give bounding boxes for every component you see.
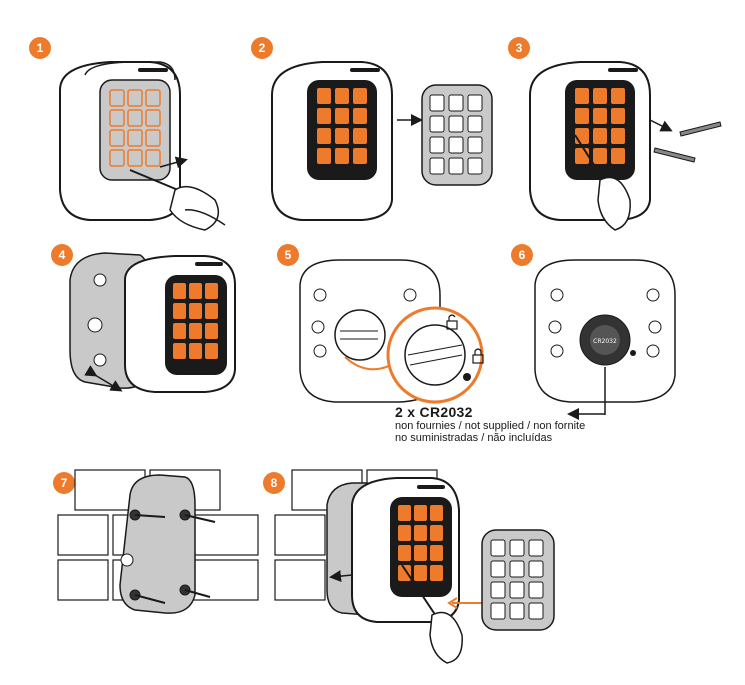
step-badge-1: 1 (29, 37, 51, 59)
step-badge-3: 3 (508, 37, 530, 59)
arrow-icon (159, 156, 188, 169)
lock-open-icon (446, 314, 458, 330)
step-8-illustration (274, 469, 555, 664)
step-badge-2: 2 (251, 37, 273, 59)
battery-label: CR2032 (593, 338, 617, 345)
step-badge-4: 4 (51, 244, 73, 266)
step-3-illustration (529, 61, 722, 231)
screwdriver-icon (401, 564, 463, 664)
step-badge-5: 5 (277, 244, 299, 266)
screwdriver-icon (574, 134, 631, 231)
lock-closed-icon (472, 348, 484, 364)
step-7-illustration (57, 469, 259, 614)
step-4-illustration (69, 252, 236, 393)
step-1-illustration (59, 61, 226, 231)
battery-note-1: non fournies / not supplied / non fornit… (395, 420, 586, 432)
step-6-illustration: CR2032 (534, 259, 676, 415)
screwdriver-icon (129, 169, 226, 231)
step-badge-8: 8 (263, 472, 285, 494)
step-badge-6: 6 (511, 244, 533, 266)
step-badge-7: 7 (53, 472, 75, 494)
battery-caption: 2 x CR2032 non fournies / not supplied /… (395, 404, 586, 444)
screw-icon (653, 121, 722, 163)
battery-quantity: 2 x CR2032 (395, 404, 473, 420)
battery-note-2: no suministradas / não incluídas (395, 432, 553, 444)
step-5-illustration (299, 259, 484, 404)
step-2-illustration (271, 61, 493, 221)
callout-arrow (567, 408, 605, 420)
keypad-keys (109, 89, 161, 167)
screw-icon (129, 509, 216, 604)
